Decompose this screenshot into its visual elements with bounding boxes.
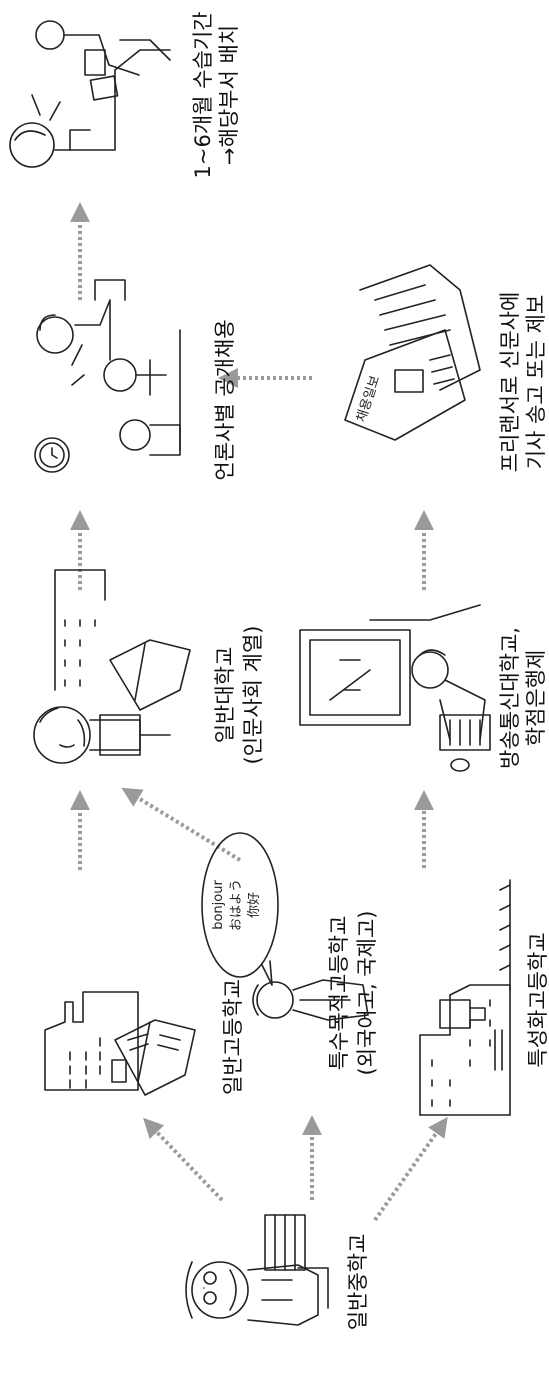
university-line1: 일반대학교 [213, 647, 237, 744]
arrow-middle-to-general-high [150, 1125, 222, 1200]
open-university-computer-illustration [300, 605, 490, 771]
freelance-newspaper-illustration: 채용일보 [345, 265, 480, 440]
open-univ-line2: 학점은행제 [524, 650, 548, 747]
freelance-line1: 프리랜서로 신문사에 [498, 292, 522, 473]
general-high-text: 일반고등학교 [221, 979, 245, 1095]
arrow-special-high-to-university [130, 793, 240, 860]
arrow-middle-to-specialized-high [375, 1125, 442, 1220]
special-high-line2: (외국어고, 국제고) [355, 911, 379, 1076]
training-reporters-illustration [10, 21, 170, 167]
open-univ-line1: 방송통신대학교, [498, 627, 522, 769]
label-media-hiring: 언론사별 공개채용 [213, 319, 237, 480]
middle-school-text: 일반중학교 [346, 1234, 370, 1331]
label-specialized-high: 특성화고등학교 [526, 932, 549, 1067]
label-middle-school: 일반중학교 [346, 1234, 370, 1331]
label-training: 1~6개월 수습기간 →해당부서 배치 [191, 12, 241, 179]
speech-bubble-line1: bonjour [211, 880, 226, 930]
training-line2: →해당부서 배치 [217, 25, 241, 165]
university-student-illustration [34, 570, 190, 763]
training-line1: 1~6개월 수습기간 [191, 12, 215, 179]
specialized-high-text: 특성화고등학교 [526, 932, 549, 1067]
label-open-university: 방송통신대학교, 학점은행제 [498, 627, 548, 769]
special-high-line1: 특수목적고등학교 [327, 916, 351, 1071]
label-freelance: 프리랜서로 신문사에 기사 송고 또는 제보 [498, 292, 548, 473]
media-hiring-interview-illustration [35, 280, 180, 472]
label-general-high: 일반고등학교 [221, 979, 245, 1095]
speech-bubble-line2: おはよう [229, 879, 244, 931]
label-special-purpose-high: 특수목적고등학교 (외국어고, 국제고) [327, 911, 379, 1076]
specialized-high-building-illustration [420, 880, 510, 1115]
middle-school-student-illustration [186, 1215, 328, 1325]
speech-bubble-line3: 你好 [247, 892, 262, 918]
label-university: 일반대학교 (인문사회 계열) [213, 626, 265, 765]
university-line2: (인문사회 계열) [241, 626, 265, 765]
general-high-school-building-illustration [45, 992, 195, 1095]
media-hiring-text: 언론사별 공개채용 [213, 319, 237, 480]
freelance-line2: 기사 송고 또는 제보 [524, 295, 548, 470]
